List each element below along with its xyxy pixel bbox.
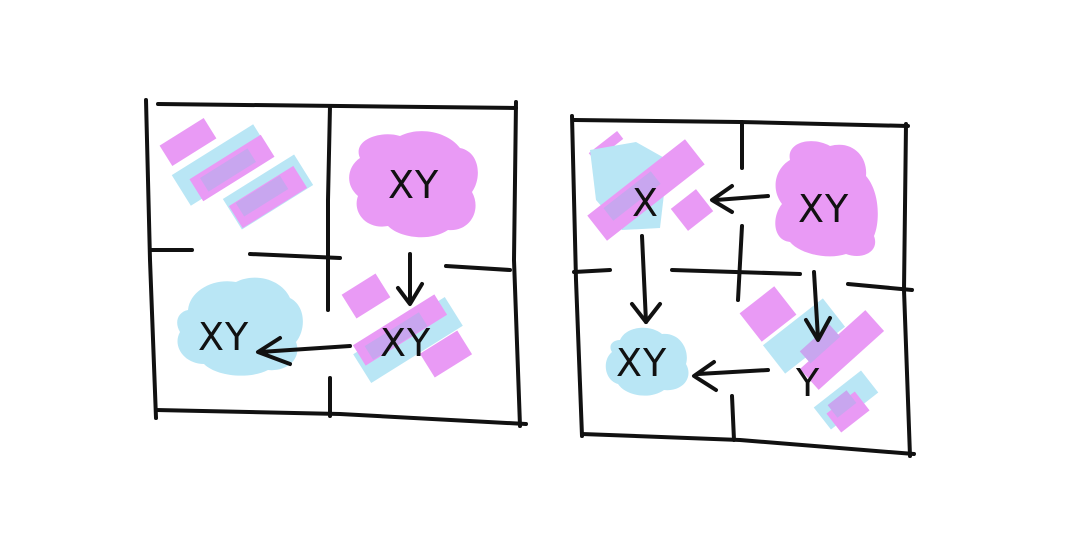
left-grid	[144, 98, 528, 428]
left-cell-top-right-label: XY	[388, 163, 439, 207]
right-arrow-top-left	[710, 184, 770, 214]
arrow-head	[256, 336, 292, 366]
magenta-stripe	[799, 310, 885, 390]
magenta-stripe	[826, 391, 870, 433]
right-cell-bottom-right-label: Y	[795, 361, 820, 405]
overlap-stripe	[235, 175, 289, 217]
right-grid-divider-horizontal-left	[572, 268, 612, 274]
left-grid-border-top	[156, 102, 518, 110]
right-cell-top-left-label: X	[632, 181, 659, 225]
right-grid-divider-horizontal-right	[846, 282, 914, 292]
right-top-right-magenta-blob	[775, 141, 878, 257]
magenta-stripe	[419, 330, 473, 378]
magenta-stripe	[341, 273, 391, 319]
magenta-stripe	[670, 189, 714, 231]
right-grid-border-bottom	[580, 432, 916, 456]
left-grid-divider-horizontal-mid	[248, 252, 342, 260]
overlap-stripe	[364, 312, 428, 360]
right-grid-divider-vertical-bottom	[730, 394, 736, 442]
left-top-right-magenta-blob	[349, 131, 478, 238]
overlap-stripe	[827, 390, 857, 418]
right-bottom-right-stripes	[762, 298, 885, 433]
right-grid-divider-horizontal-mid	[670, 268, 802, 276]
arrow-head	[396, 282, 424, 306]
left-cell-bottom-right-label: XY	[380, 321, 431, 365]
right-arrow-bottom-left	[692, 360, 770, 392]
overlap-stripe	[799, 324, 841, 364]
left-cell-bottom-left-label: XY	[198, 315, 249, 359]
right-panel: X XY Y XY	[570, 114, 916, 458]
left-grid-border-right	[512, 100, 522, 428]
left-arrow-left	[256, 336, 352, 366]
left-top-left-stripes	[159, 118, 314, 230]
right-cell-bottom-left-label: XY	[616, 341, 667, 385]
left-grid-divider-vertical	[326, 104, 332, 312]
arrow-head	[630, 302, 662, 324]
right-top-left-stripes	[587, 130, 714, 241]
arrow-shaft	[696, 368, 770, 376]
left-panel: XY XY XY	[144, 98, 528, 428]
right-bottom-left-cyan-blob	[605, 327, 689, 396]
arrow-head	[804, 316, 832, 342]
left-grid-divider-horizontal-right	[444, 264, 512, 272]
right-arrow-left-down	[630, 234, 662, 324]
arrow-head	[710, 184, 734, 214]
left-grid-border-left	[144, 98, 158, 420]
arrow-shaft	[258, 344, 352, 354]
right-grid	[570, 114, 916, 458]
right-arrow-right-down	[804, 270, 832, 342]
right-grid-divider-vertical-mid	[736, 224, 744, 302]
right-cell-top-right-label: XY	[798, 187, 849, 231]
left-arrow-down	[396, 252, 424, 306]
overlap-stripe	[603, 171, 661, 221]
cyan-stripe	[762, 298, 846, 374]
right-bottom-small-magenta-patch	[739, 286, 797, 342]
left-grid-border-bottom	[154, 408, 528, 426]
arrow-head	[692, 360, 718, 392]
arrow-shaft	[812, 270, 820, 340]
overlap-stripe	[200, 148, 256, 192]
arrow-shaft	[714, 194, 770, 202]
magenta-stripe	[159, 118, 217, 166]
right-grid-border-left	[570, 114, 584, 438]
left-bottom-right-stripes	[341, 273, 473, 384]
arrow-shaft	[640, 234, 648, 324]
